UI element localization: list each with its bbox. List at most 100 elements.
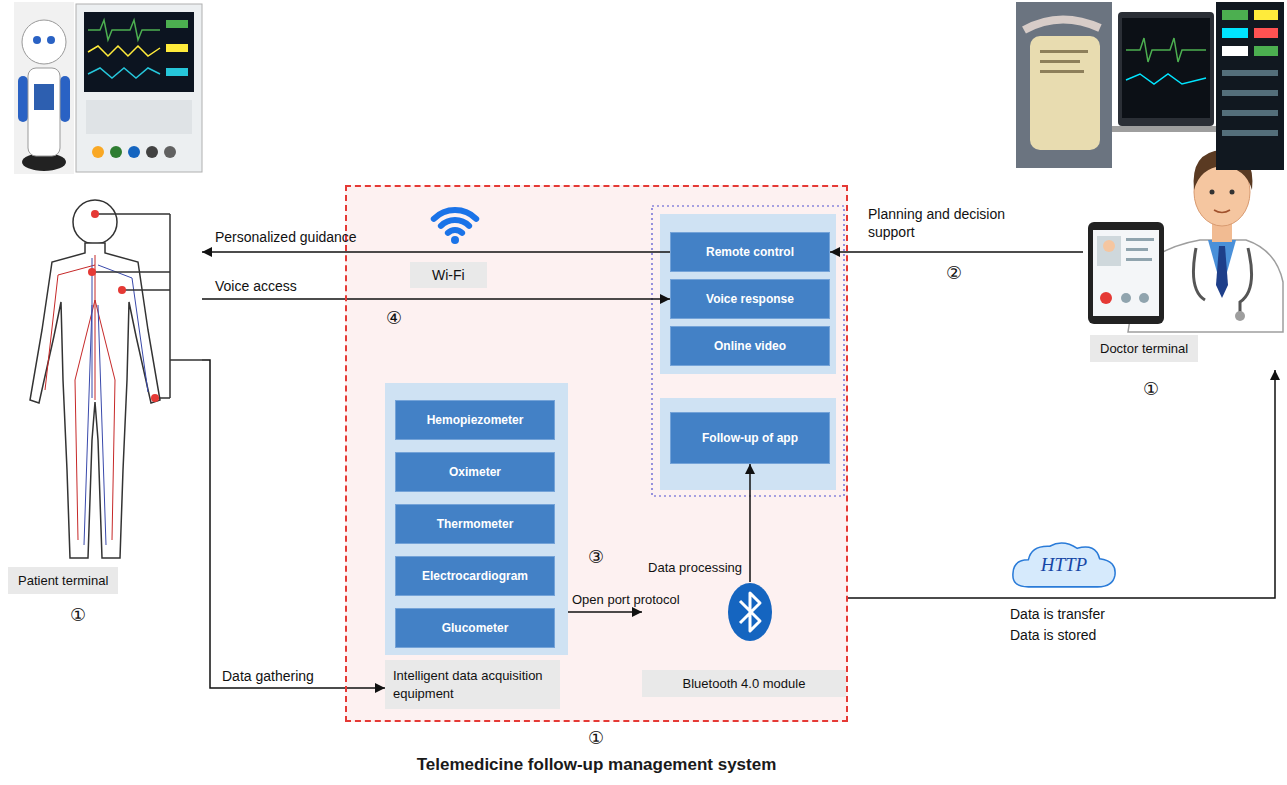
edge-label: Data gathering: [222, 668, 314, 684]
connector-arrow: [749, 464, 751, 582]
tablet-line: [1126, 238, 1154, 241]
robot-body: [28, 68, 60, 156]
monitor-case: [76, 4, 202, 172]
vital-bar: [1222, 28, 1248, 38]
stethoscope: [1193, 248, 1251, 312]
box-label: Electrocardiogram: [422, 569, 528, 583]
sensor-dot: [118, 286, 126, 294]
vital-bar: [1222, 130, 1278, 136]
human-body: [30, 200, 202, 558]
laptop-screen: [1122, 18, 1210, 118]
bag-mark: [1040, 70, 1084, 73]
process-box: Follow-up of app: [670, 412, 830, 464]
cloud-node: HTTP: [1008, 540, 1120, 590]
resp-trace: [88, 68, 160, 78]
box-label: Voice response: [706, 292, 794, 306]
connector-arrow: [830, 251, 1083, 253]
vital-bar: [1222, 90, 1278, 96]
doctor-terminal: Doctor terminal: [1083, 130, 1283, 370]
robot-eye: [33, 36, 41, 44]
tablet-photo: [1097, 236, 1121, 266]
edge-label: Data processing: [610, 560, 742, 576]
terminal-label: Doctor terminal: [1090, 335, 1198, 362]
tablet-screen: [1093, 230, 1159, 316]
process-box: Voice response: [670, 279, 830, 319]
doctor-figure: [1088, 150, 1283, 332]
bluetooth-rune: [740, 593, 760, 631]
callout-number: ①: [588, 727, 604, 748]
device-box: Glucometer: [395, 608, 555, 648]
device-panel: [385, 383, 568, 655]
wifi-arc: [448, 230, 462, 233]
robot-chest: [34, 84, 54, 110]
monitor-screen-photo: [1112, 2, 1284, 170]
ecg-trace: [1126, 38, 1206, 62]
robot-arm: [60, 76, 70, 122]
device-box: Electrocardiogram: [395, 556, 555, 596]
callout-number: ②: [946, 262, 962, 283]
doctor-mouth: [1214, 210, 1230, 213]
sensor-dot: [88, 268, 96, 276]
wifi-label: Wi-Fi: [432, 267, 465, 283]
tablet-button: [1139, 293, 1149, 303]
bag-mark: [1040, 50, 1088, 53]
photo-ground: [1016, 2, 1112, 168]
module-label: Bluetooth 4.0 module: [642, 670, 846, 697]
cloud-label: HTTP: [1008, 540, 1120, 590]
region-ground: [345, 185, 848, 722]
edge-label: Personalized guidance: [215, 229, 357, 245]
app-panel: [660, 398, 836, 490]
region-heading: Telemedicine follow-up management system: [285, 755, 908, 775]
tablet-frame: [1088, 222, 1164, 324]
device-box: Oximeter: [395, 452, 555, 492]
connector-arrow: [202, 360, 385, 688]
vitals-panel: [1216, 2, 1284, 170]
patient-terminal: Patient terminal: [0, 190, 202, 602]
port: [164, 146, 176, 158]
transfer-note: Data is stored: [1010, 627, 1096, 643]
transfer-note: Data is transfer: [1010, 606, 1105, 622]
robot-photo: [14, 2, 74, 174]
tablet-line: [1126, 258, 1152, 261]
doctor-tie: [1216, 246, 1228, 298]
tablet-face: [1103, 240, 1115, 252]
vital-bar: [1254, 10, 1278, 20]
port: [110, 146, 122, 158]
doctor-eye: [1210, 190, 1215, 195]
process-box: Online video: [670, 326, 830, 366]
vital-bar: [1254, 28, 1278, 38]
body-head: [73, 200, 117, 244]
robot-arm: [18, 76, 28, 122]
bag: [1030, 36, 1100, 150]
callout-number: ①: [70, 604, 86, 625]
dotted-group-outline: [652, 206, 844, 496]
bluetooth-icon: [728, 583, 772, 641]
terminal-label: Patient terminal: [8, 567, 118, 594]
box-label: Online video: [714, 339, 786, 353]
system-region: Telemedicine follow-up management system…: [345, 185, 848, 722]
device-box: Hemopiezometer: [395, 400, 555, 440]
process-box: Remote control: [670, 232, 830, 272]
stethoscope-head: [1235, 311, 1245, 321]
callout-number: ④: [386, 307, 402, 328]
group-label: Intelligent data acquisition equipment: [385, 660, 560, 709]
box-label: Hemopiezometer: [427, 413, 524, 427]
service-panel: [660, 214, 836, 374]
connector-arrow: [568, 611, 642, 613]
edge-label: Open port protocol: [572, 592, 680, 607]
connector-arrow: [202, 251, 670, 253]
box-label: Follow-up of app: [702, 431, 798, 445]
box-label: Thermometer: [437, 517, 514, 531]
value-bar: [166, 20, 188, 28]
box-label: Oximeter: [449, 465, 501, 479]
monitor-photo: [76, 4, 202, 172]
wifi-box: Wi-Fi: [410, 262, 487, 288]
vital-bar: [1222, 10, 1248, 20]
wifi-arc: [441, 220, 469, 226]
laptop-case: [1118, 12, 1214, 126]
value-bar: [166, 68, 188, 76]
monitor-panel: [86, 100, 192, 134]
